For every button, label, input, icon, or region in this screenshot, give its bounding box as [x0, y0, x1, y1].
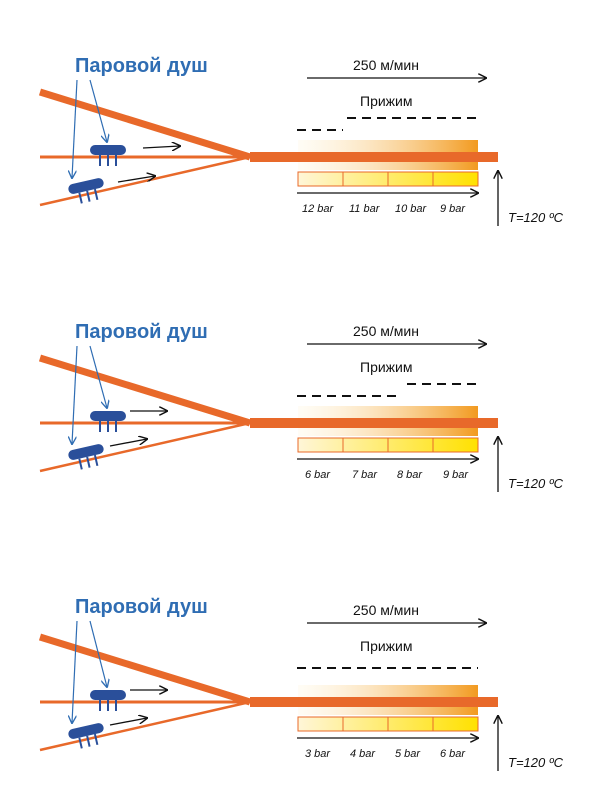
zone-pressure-label: 9 bar: [440, 203, 466, 215]
zone-pressure-label: 7 bar: [352, 469, 378, 481]
upper-flow-arrow: [142, 146, 180, 148]
steam-shower-upper-icon: [90, 411, 126, 432]
steam-pointer-arrows: [72, 620, 107, 723]
zone-pressure-label: 6 bar: [305, 469, 331, 481]
steam-shower-lower-icon: [68, 444, 104, 470]
nip-pressure-label: Прижим: [360, 638, 412, 654]
zone-pressure-label: 3 bar: [305, 748, 331, 760]
zone-pressure-labels: 3 bar 4 bar 5 bar 6 bar: [305, 748, 466, 760]
zone-pressure-label: 10 bar: [395, 203, 428, 215]
speed-label: 250 м/мин: [353, 602, 419, 618]
zone-pressure-labels: 12 bar 11 bar 10 bar 9 bar: [302, 203, 466, 215]
temperature-label: T=120 ºC: [508, 476, 564, 491]
zone-pressure-label: 5 bar: [395, 748, 421, 760]
zone-pressure-label: 4 bar: [350, 748, 376, 760]
lower-flow-arrow: [109, 439, 147, 447]
zone-pressure-label: 8 bar: [397, 469, 423, 481]
nip-pressure-label: Прижим: [360, 93, 412, 109]
temperature-label: T=120 ºC: [508, 210, 564, 225]
panel-1: Паровой душ 250 м/мин Прижим: [38, 55, 564, 226]
steam-shower-lower-icon: [68, 178, 104, 204]
heating-zones: [297, 437, 479, 453]
speed-label: 250 м/мин: [353, 57, 419, 73]
steam-shower-label: Паровой душ: [75, 596, 208, 618]
lower-flow-arrow: [109, 718, 147, 726]
zone-pressure-labels: 6 bar 7 bar 8 bar 9 bar: [305, 469, 469, 481]
zone-pressure-label: 12 bar: [302, 203, 335, 215]
heating-zones: [297, 171, 479, 187]
zone-pressure-label: 9 bar: [443, 469, 469, 481]
panel-2: Паровой душ 250 м/мин Прижим: [38, 321, 564, 492]
web-lines: [38, 633, 252, 752]
lower-flow-arrow: [117, 176, 155, 183]
heating-zones: [297, 716, 479, 732]
steam-shower-label: Паровой душ: [75, 321, 208, 343]
web-lines: [38, 354, 252, 473]
panel-3: Паровой душ 250 м/мин Прижим: [38, 596, 564, 771]
steam-pointer-arrows: [72, 345, 107, 444]
steam-shower-lower-icon: [68, 723, 104, 749]
speed-label: 250 м/мин: [353, 323, 419, 339]
steam-shower-upper-icon: [90, 145, 126, 166]
nip-pressure-profile: [297, 383, 478, 397]
zone-pressure-label: 6 bar: [440, 748, 466, 760]
temperature-label: T=120 ºC: [508, 755, 564, 770]
nip-pressure-label: Прижим: [360, 359, 412, 375]
steam-pointer-arrows: [72, 79, 107, 178]
steam-shower-upper-icon: [90, 690, 126, 711]
steam-shower-label: Паровой душ: [75, 55, 208, 77]
nip-pressure-profile: [297, 117, 478, 131]
zone-pressure-label: 11 bar: [349, 203, 381, 215]
